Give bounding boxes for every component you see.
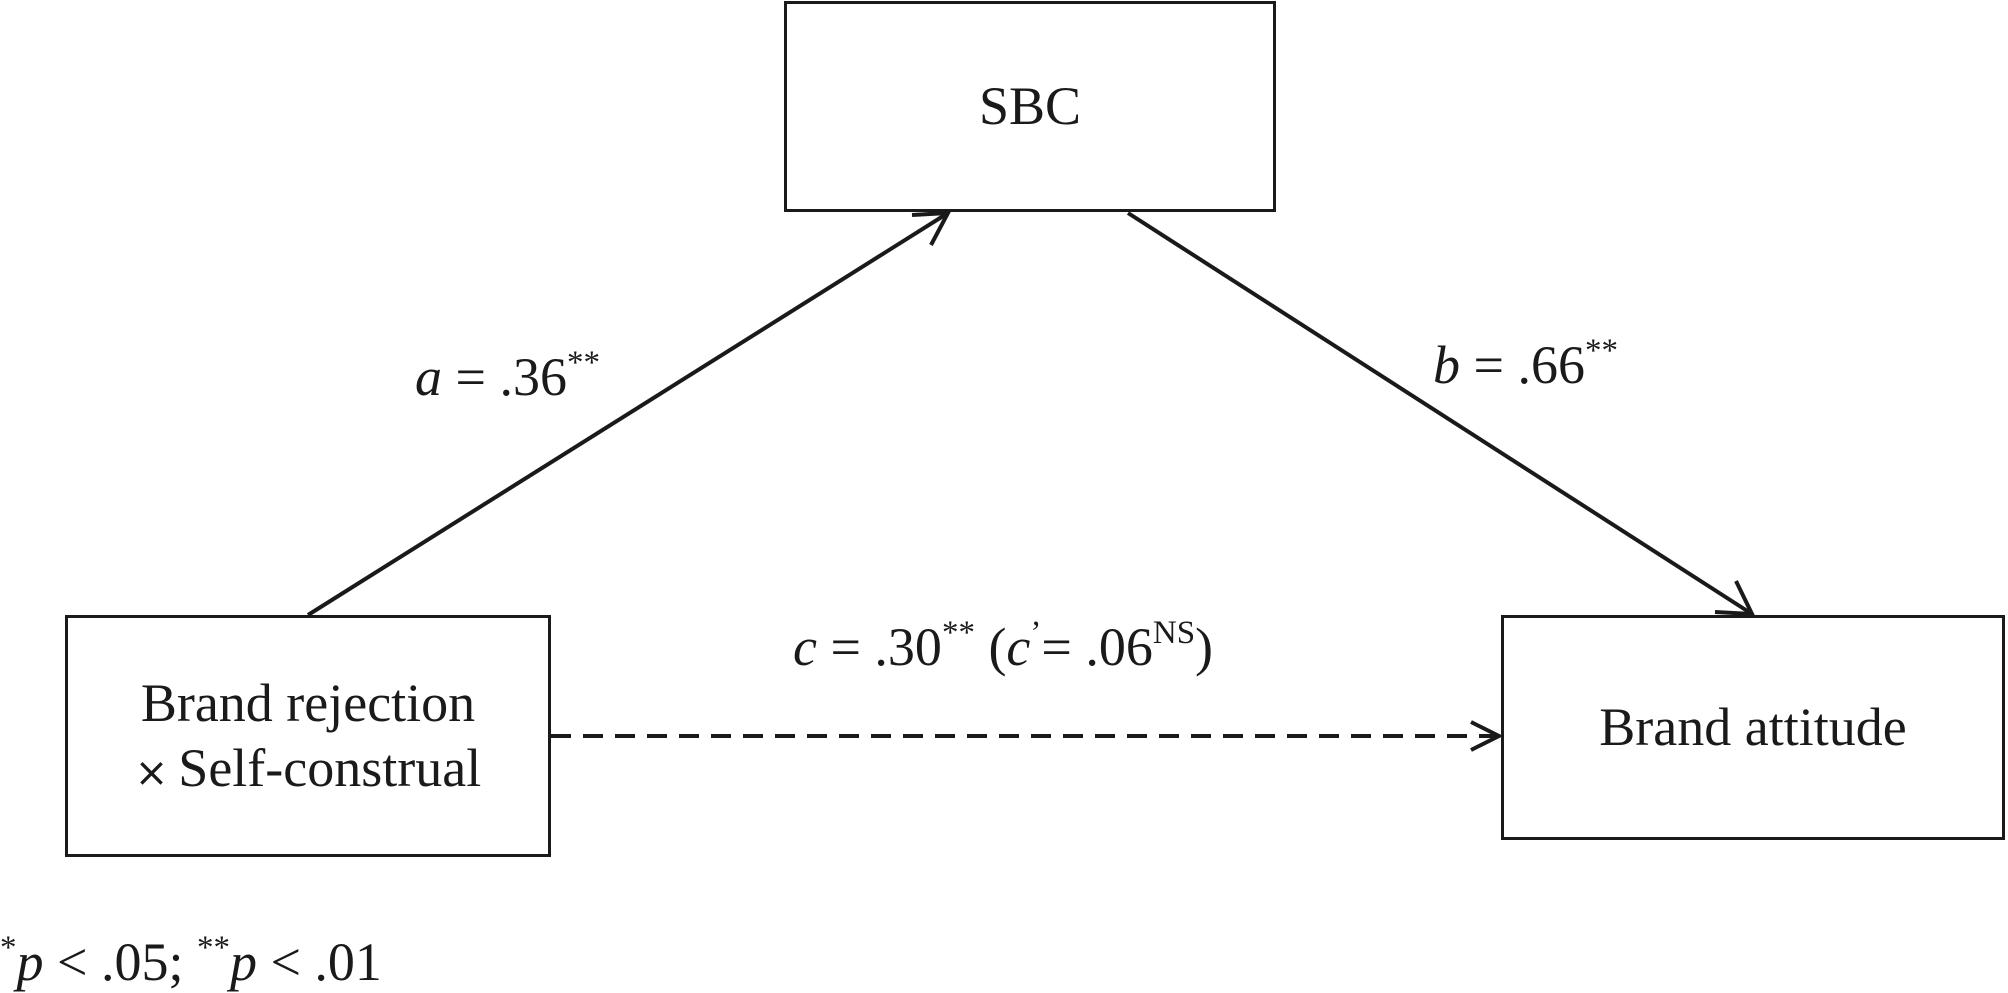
path-a-label: a = .36** — [415, 347, 600, 407]
footnote-sig1-mark: * — [0, 930, 17, 966]
path-b-label: b = .66** — [1433, 335, 1618, 395]
path-a-symbol: a — [415, 347, 442, 407]
predictor-label-line2: Self-construal — [178, 738, 482, 798]
path-b-significance: ** — [1584, 333, 1618, 369]
outcome-label: Brand attitude — [1599, 697, 1907, 758]
path-c-label: c = .30** (c’= .06NS) — [793, 617, 1214, 677]
path-c-prime-value: = .06 — [1041, 617, 1153, 677]
path-c-prime-mark: ’ — [1030, 615, 1042, 651]
predictor-label-line2-wrap: ×Self-construal — [135, 736, 481, 801]
predictor-box: Brand rejection ×Self-construal — [65, 615, 551, 857]
predictor-label-line1: Brand rejection — [140, 673, 476, 734]
path-a-arrowhead — [911, 210, 952, 246]
path-c-symbol: c — [793, 617, 817, 677]
mediator-box: SBC — [784, 1, 1276, 212]
path-b-arrowhead — [1714, 580, 1756, 617]
path-c-arrowhead — [1470, 720, 1504, 752]
mediator-label: SBC — [978, 76, 1082, 137]
path-c-prime-significance: NS — [1152, 615, 1196, 651]
path-b-value: = .66 — [1460, 335, 1585, 395]
interaction-symbol: × — [134, 750, 169, 796]
path-c-prime-symbol: c — [1006, 617, 1031, 677]
path-a-line — [306, 211, 950, 617]
path-c-close-paren: ) — [1195, 617, 1214, 677]
significance-footnote: *p < .05; **p < .01 — [0, 932, 382, 992]
path-a-value: = .36 — [442, 347, 567, 407]
path-c-significance: ** — [941, 615, 975, 651]
footnote-sig2-mark: ** — [196, 930, 230, 966]
footnote-sig1-p: p — [16, 932, 44, 992]
path-c-open-paren: ( — [974, 617, 1007, 677]
path-c-value: = .30 — [816, 617, 942, 677]
footnote-sig2-text: < .01 — [256, 932, 382, 992]
outcome-box: Brand attitude — [1501, 615, 2005, 840]
footnote-sig2-p: p — [229, 932, 257, 992]
path-a-significance: ** — [566, 345, 600, 381]
path-b-line — [1126, 211, 1754, 616]
footnote-sig1-text: < .05; — [43, 932, 197, 992]
path-b-symbol: b — [1433, 335, 1460, 395]
